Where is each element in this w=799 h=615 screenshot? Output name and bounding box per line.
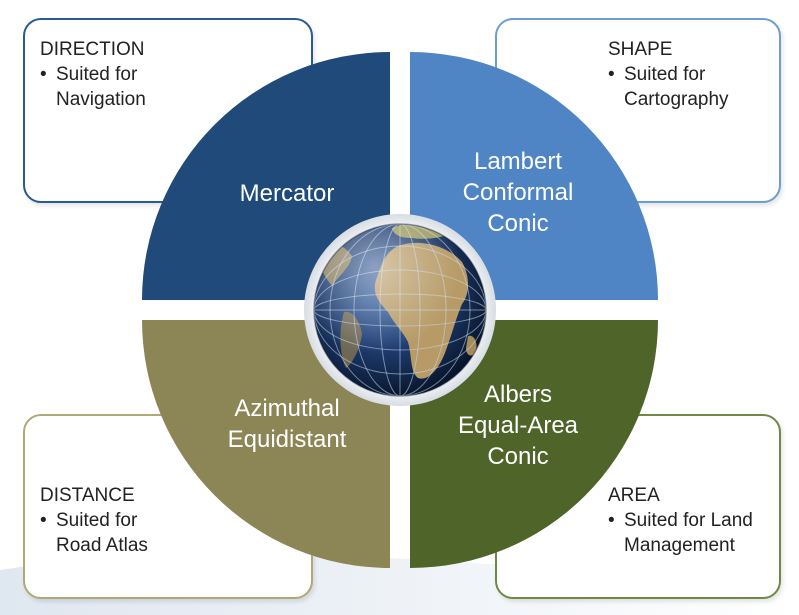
callout-text-direction: DIRECTION • Suited for Navigation bbox=[40, 37, 146, 112]
quadrant-label-line: Conic bbox=[487, 210, 549, 237]
quadrant-label-line: Equal-Area bbox=[457, 412, 579, 439]
callout-text-area: AREA • Suited for Land Management bbox=[608, 483, 753, 558]
quadrant-label-line: Conformal bbox=[462, 179, 574, 206]
callout-heading: SHAPE bbox=[608, 39, 673, 60]
quadrant-label-line: Equidistant bbox=[227, 426, 347, 453]
quadrant-mercator bbox=[142, 52, 390, 300]
quadrant-label-line: Albers bbox=[483, 381, 553, 408]
callout-text-distance: DISTANCE • Suited for Road Atlas bbox=[40, 483, 148, 558]
callout-bullet: • Suited for Land Management bbox=[608, 508, 753, 558]
callout-bullet: • Suited for Navigation bbox=[40, 62, 146, 112]
bullet-dot: • bbox=[40, 510, 47, 531]
quadrant-albers-equal-area-conic bbox=[410, 320, 658, 568]
callout-bullet: • Suited for Road Atlas bbox=[40, 508, 148, 558]
bullet-line: Suited for bbox=[56, 64, 138, 85]
bullet-line: Management bbox=[624, 535, 735, 556]
bullet-dot: • bbox=[608, 510, 615, 531]
bullet-line: Suited for Land bbox=[624, 510, 753, 531]
callout-heading: DIRECTION bbox=[40, 39, 145, 60]
quadrant-label-albers: Albers Equal-Area Conic bbox=[408, 379, 628, 472]
quadrant-label-line: Mercator bbox=[239, 180, 335, 207]
quadrant-label-mercator: Mercator bbox=[177, 178, 397, 209]
bullet-line: Road Atlas bbox=[56, 535, 148, 556]
bullet-line: Navigation bbox=[56, 89, 146, 110]
quadrant-label-line: Lambert bbox=[473, 148, 563, 175]
callout-text-shape: SHAPE • Suited for Cartography bbox=[608, 37, 729, 112]
globe-icon bbox=[304, 214, 496, 406]
quadrant-label-line: Conic bbox=[487, 443, 549, 470]
quadrant-lambert-conformal-conic bbox=[410, 52, 658, 300]
bullet-dot: • bbox=[40, 64, 47, 85]
quadrant-label-azimuthal: Azimuthal Equidistant bbox=[177, 393, 397, 455]
quadrant-label-line: Azimuthal bbox=[234, 395, 340, 422]
callout-bullet: • Suited for Cartography bbox=[608, 62, 729, 112]
bullet-line: Cartography bbox=[624, 89, 729, 110]
quadrant-label-lambert: Lambert Conformal Conic bbox=[408, 146, 628, 239]
bullet-line: Suited for bbox=[56, 510, 138, 531]
quadrant-azimuthal-equidistant bbox=[142, 320, 390, 568]
bullet-dot: • bbox=[608, 64, 615, 85]
callout-heading: AREA bbox=[608, 485, 660, 506]
bullet-line: Suited for bbox=[624, 64, 706, 85]
callout-heading: DISTANCE bbox=[40, 485, 135, 506]
